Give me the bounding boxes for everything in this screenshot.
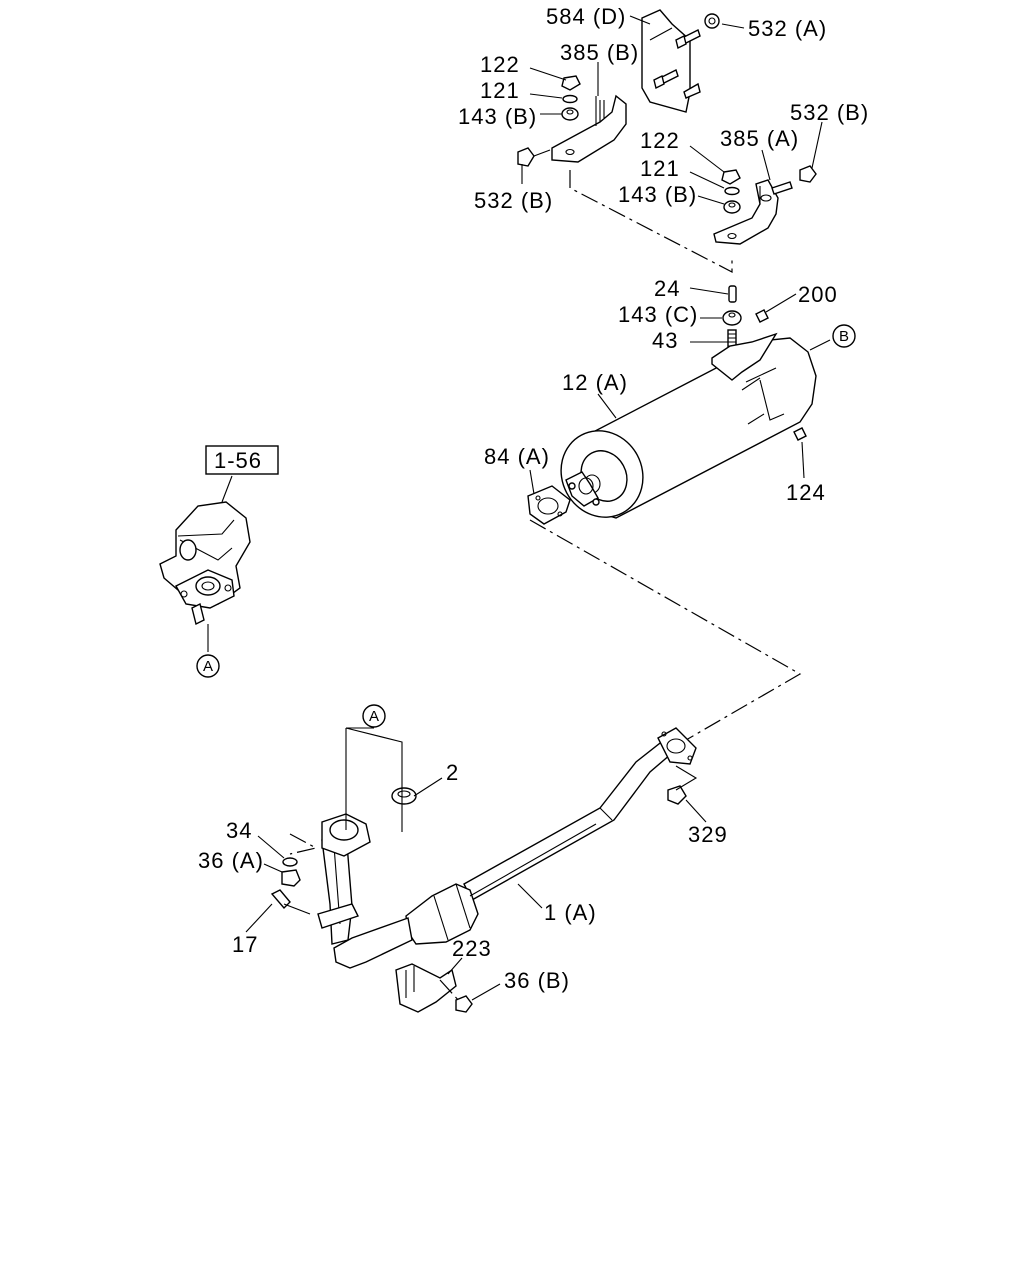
callout-532b-left: 532 (B) [474, 188, 553, 213]
bushing-143c [722, 310, 742, 326]
callout-2: 2 [446, 760, 459, 785]
nut-122b [721, 169, 741, 185]
bracket-385a [713, 179, 779, 245]
callout-532b-right: 532 (B) [790, 100, 869, 125]
bolt-584d-lower [653, 69, 701, 99]
phantom-line-329 [675, 765, 698, 791]
washer-34 [282, 857, 298, 867]
callout-17: 17 [232, 932, 258, 957]
callout-12a: 12 (A) [562, 370, 628, 395]
callout-84a: 84 (A) [484, 444, 550, 469]
nut-329 [667, 785, 687, 805]
callout-385b: 385 (B) [560, 40, 639, 65]
bolt-17 [270, 889, 311, 915]
bolt-532b-right [771, 165, 817, 195]
phantom-line-muffler-pipe [529, 519, 802, 741]
washer-121b [724, 186, 740, 196]
callout-385a: 385 (A) [720, 126, 799, 151]
marker-b-muffler: B [832, 324, 856, 348]
callout-143c: 143 (C) [618, 302, 698, 327]
phantom-line-223 [439, 979, 461, 1003]
nut-532a [704, 13, 720, 29]
callout-43: 43 [652, 328, 678, 353]
callout-223: 223 [452, 936, 492, 961]
phantom-line-bracket [569, 170, 733, 273]
callout-24: 24 [654, 276, 680, 301]
leader-lines [207, 15, 831, 1001]
svg-text:A: A [203, 658, 213, 675]
clip-124 [793, 427, 807, 441]
callout-124: 124 [786, 480, 826, 505]
svg-text:B: B [839, 328, 849, 345]
callout-36a: 36 (A) [198, 848, 264, 873]
nut-36a [281, 869, 301, 887]
callout-584d: 584 (D) [546, 4, 626, 29]
callout-121-upper: 121 [480, 78, 520, 103]
callout-329: 329 [688, 822, 728, 847]
washer-121a [562, 94, 578, 104]
front-pipe-1a [317, 727, 697, 969]
bolt-200 [755, 309, 769, 323]
muffler-12a [560, 332, 817, 519]
callout-143b-upper: 143 (B) [458, 104, 537, 129]
nut-122a [561, 75, 581, 91]
callout-labels: 584 (D) 532 (A) 122 385 (B) 121 143 (B) … [198, 4, 869, 993]
callout-121-lower: 121 [640, 156, 680, 181]
marker-a-pipe: A [362, 704, 386, 728]
reference-box-1-56[interactable]: 1-56 [205, 445, 279, 475]
exhaust-manifold-reference [159, 501, 251, 626]
bushing-143b-b [723, 200, 741, 214]
stud-24 [728, 285, 737, 303]
gasket-84a [527, 485, 571, 525]
hanger-bracket-584d [641, 9, 701, 113]
callout-143b-lower: 143 (B) [618, 182, 697, 207]
bracket-223 [395, 963, 457, 1013]
bracket-385b [551, 94, 627, 163]
phantom-line-gasket-2 [345, 727, 403, 832]
callout-122-lower: 122 [640, 128, 680, 153]
callout-36b: 36 (B) [504, 968, 570, 993]
nut-532b-left [517, 147, 551, 167]
callout-532a: 532 (A) [748, 16, 827, 41]
bolt-584d-upper [675, 29, 701, 50]
gasket-2 [391, 787, 417, 805]
bushing-143b-a [561, 107, 579, 121]
callout-1a: 1 (A) [544, 900, 597, 925]
svg-text:A: A [369, 708, 379, 725]
marker-a-manifold: A [196, 654, 220, 678]
svg-text:1-56: 1-56 [214, 448, 262, 473]
callout-200: 200 [798, 282, 838, 307]
nut-36b [455, 995, 473, 1013]
callout-122-upper: 122 [480, 52, 520, 77]
callout-34: 34 [226, 818, 252, 843]
phantom-line-34 [289, 833, 318, 855]
